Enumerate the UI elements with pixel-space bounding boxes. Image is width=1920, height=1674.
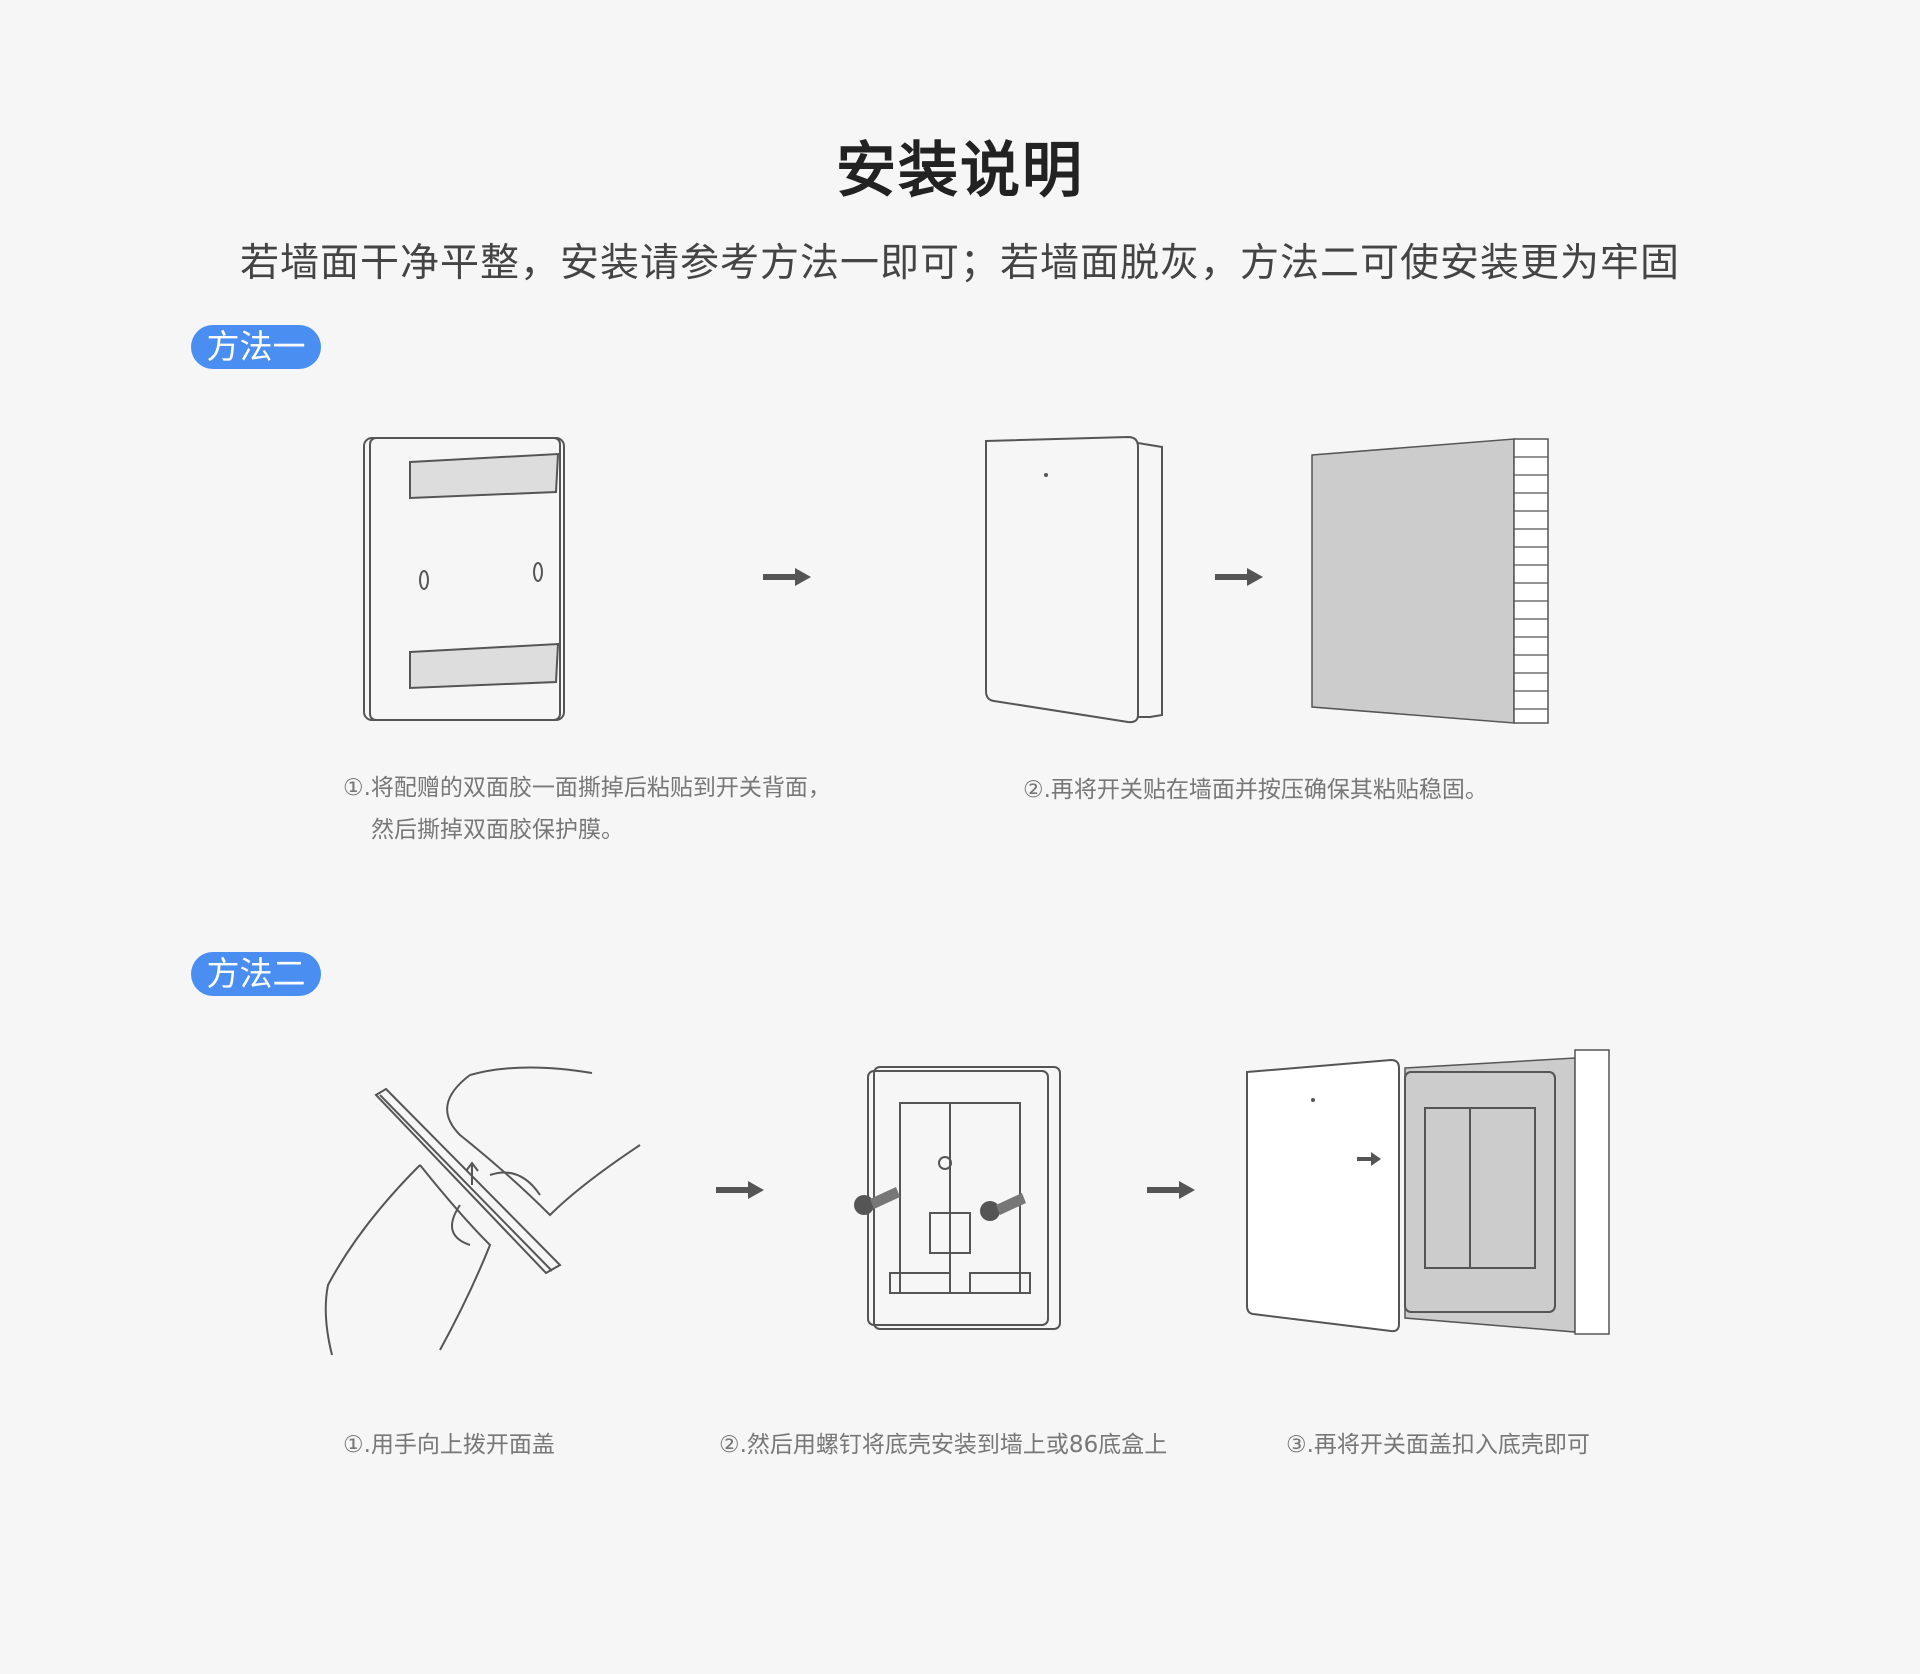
switch-on-wall-illustration	[1311, 438, 1549, 724]
arrow-icon	[716, 1181, 764, 1199]
base-with-screws-illustration	[854, 1066, 1061, 1330]
method-one-step-one-caption-line-two: 然后撕掉双面胶保护膜。	[371, 817, 624, 843]
method-two-step-three-caption: ③.再将开关面盖扣入底壳即可	[1286, 1432, 1590, 1458]
switch-back-with-tape-illustration	[363, 437, 565, 721]
method-one-step-two-caption: ②.再将开关贴在墙面并按压确保其粘贴稳固。	[1023, 777, 1488, 803]
method-two-step-one-caption: ①.用手向上拨开面盖	[343, 1432, 555, 1458]
method-two-step-two-caption: ②.然后用螺钉将底壳安装到墙上或86底盒上	[719, 1432, 1168, 1458]
arrow-icon	[763, 568, 811, 586]
method-two-badge: 方法二	[191, 952, 321, 996]
screw-icon	[854, 1187, 900, 1215]
arrow-icon	[1215, 568, 1263, 586]
page-subtitle: 若墙面干净平整，安装请参考方法一即可；若墙面脱灰，方法二可使安装更为牢固	[239, 241, 1680, 286]
hands-opening-cover-illustration	[324, 1066, 641, 1356]
arrow-icon	[1147, 1181, 1195, 1199]
method-one-badge: 方法一	[191, 325, 321, 369]
method-one-step-one-caption: ①.将配赠的双面胶一面撕掉后粘贴到开关背面，	[343, 775, 831, 801]
switch-front-illustration	[985, 435, 1163, 724]
snap-cover-illustration	[1246, 1049, 1610, 1335]
page-title: 安装说明	[836, 136, 1084, 206]
screw-icon	[980, 1193, 1026, 1221]
